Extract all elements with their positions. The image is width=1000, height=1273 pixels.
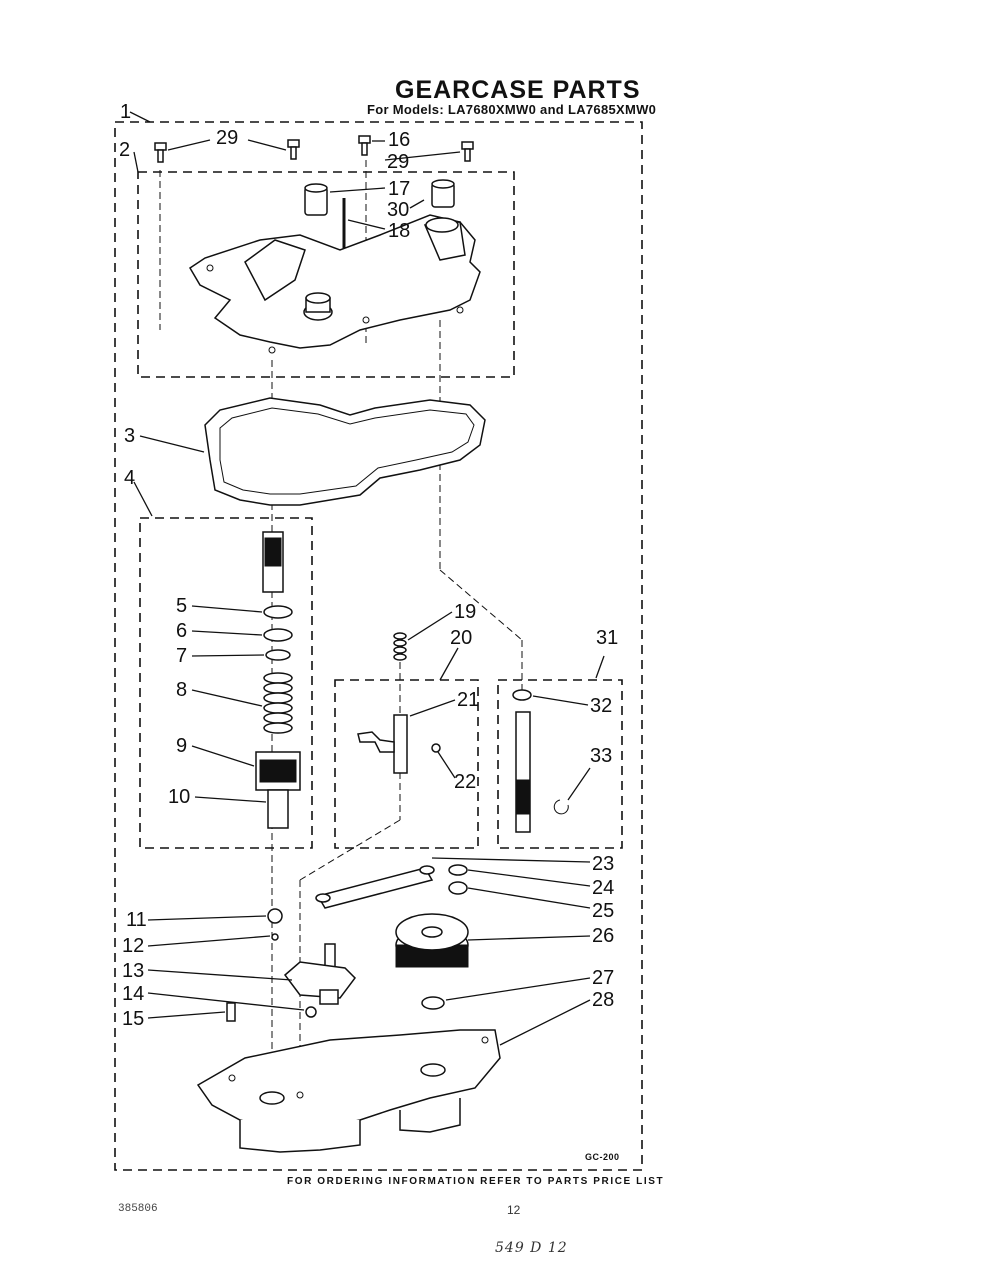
- page-number: 12: [507, 1203, 521, 1217]
- gear-icon: [255, 751, 301, 829]
- callout-label: 28: [592, 989, 614, 1011]
- callout-label: 33: [590, 745, 612, 767]
- callout-label: 6: [176, 620, 187, 642]
- callout-label: 22: [454, 771, 476, 793]
- washer-icon: [263, 628, 293, 642]
- callout-label: 21: [457, 689, 479, 711]
- figure-code: GC-200: [585, 1152, 620, 1162]
- bushing-icon: [304, 183, 328, 216]
- callout-label: 18: [388, 220, 410, 242]
- page-title: GEARCASE PARTS: [395, 76, 641, 104]
- washer-icon: [421, 996, 445, 1010]
- washer-icon: [448, 864, 468, 876]
- callout-label: 13: [122, 960, 144, 982]
- pinion-box-31: [497, 679, 623, 849]
- callout-label: 2: [119, 139, 130, 161]
- callout-label: 29: [216, 127, 238, 149]
- washer-icon: [448, 881, 468, 895]
- washer-icon: [512, 689, 532, 701]
- shifter-axis-diag: [299, 819, 401, 881]
- callout-label: 16: [388, 129, 410, 151]
- assembly-box-1: [114, 121, 643, 1171]
- drive-link-icon: [315, 865, 435, 909]
- callout-label: 11: [126, 909, 147, 931]
- gearcase-cover: [188, 214, 481, 354]
- callout-label: 15: [122, 1008, 144, 1030]
- callout-label: 1: [120, 101, 131, 123]
- document-number: 385806: [118, 1203, 158, 1215]
- callout-label: 4: [124, 467, 135, 489]
- pin-icon: [226, 1002, 236, 1022]
- spring-icon: [263, 672, 293, 734]
- shifter-box-20: [334, 679, 479, 849]
- pinion-shaft-icon: [515, 711, 531, 833]
- washer-icon: [265, 649, 291, 661]
- callout-label: 31: [596, 627, 618, 649]
- leader-lines: [129, 111, 605, 1046]
- main-gear-icon: [395, 913, 469, 968]
- shifter-fork-icon: [357, 714, 441, 774]
- screw-icon: [358, 135, 371, 156]
- callout-label: 5: [176, 595, 187, 617]
- callout-label: 27: [592, 967, 614, 989]
- gearcase-base: [196, 1029, 501, 1153]
- callout-label: 17: [388, 178, 410, 200]
- callout-label: 20: [450, 627, 472, 649]
- shaft-box-4: [139, 517, 313, 849]
- callout-label: 23: [592, 853, 614, 875]
- gasket-inner: [219, 407, 475, 495]
- callout-label: 9: [176, 735, 187, 757]
- callout-label: 25: [592, 900, 614, 922]
- screw-icon: [154, 142, 167, 163]
- callout-label: 26: [592, 925, 614, 947]
- callout-label: 14: [122, 983, 144, 1005]
- washer-icon: [305, 1006, 317, 1018]
- cover-box-2: [137, 171, 515, 378]
- retaining-ring-icon: [553, 799, 569, 815]
- gasket: [204, 397, 486, 506]
- screw-icon: [287, 139, 300, 160]
- crank-icon: [283, 943, 356, 1005]
- pinion-axis-diag: [439, 569, 523, 641]
- bushing-icon: [431, 179, 455, 208]
- callout-label: 8: [176, 679, 187, 701]
- callout-label: 7: [176, 645, 187, 667]
- callout-label: 30: [387, 199, 409, 221]
- screw-icon: [461, 141, 474, 162]
- callout-label: 3: [124, 425, 135, 447]
- callout-label: 19: [454, 601, 476, 623]
- washer-icon: [267, 908, 283, 924]
- callout-label: 12: [122, 935, 144, 957]
- washer-icon: [263, 605, 293, 619]
- spring-icon: [393, 632, 407, 661]
- callout-label: 24: [592, 877, 614, 899]
- callout-label: 32: [590, 695, 612, 717]
- handwritten-note: 549 D 12: [495, 1240, 568, 1256]
- callout-label: 10: [168, 786, 190, 808]
- ordering-footer-note: FOR ORDERING INFORMATION REFER TO PARTS …: [287, 1176, 665, 1187]
- ball-icon: [271, 933, 279, 941]
- models-subtitle: For Models: LA7680XMW0 and LA7685XMW0: [367, 102, 657, 117]
- spline-shaft-icon: [262, 531, 284, 593]
- callout-label: 29: [387, 151, 409, 173]
